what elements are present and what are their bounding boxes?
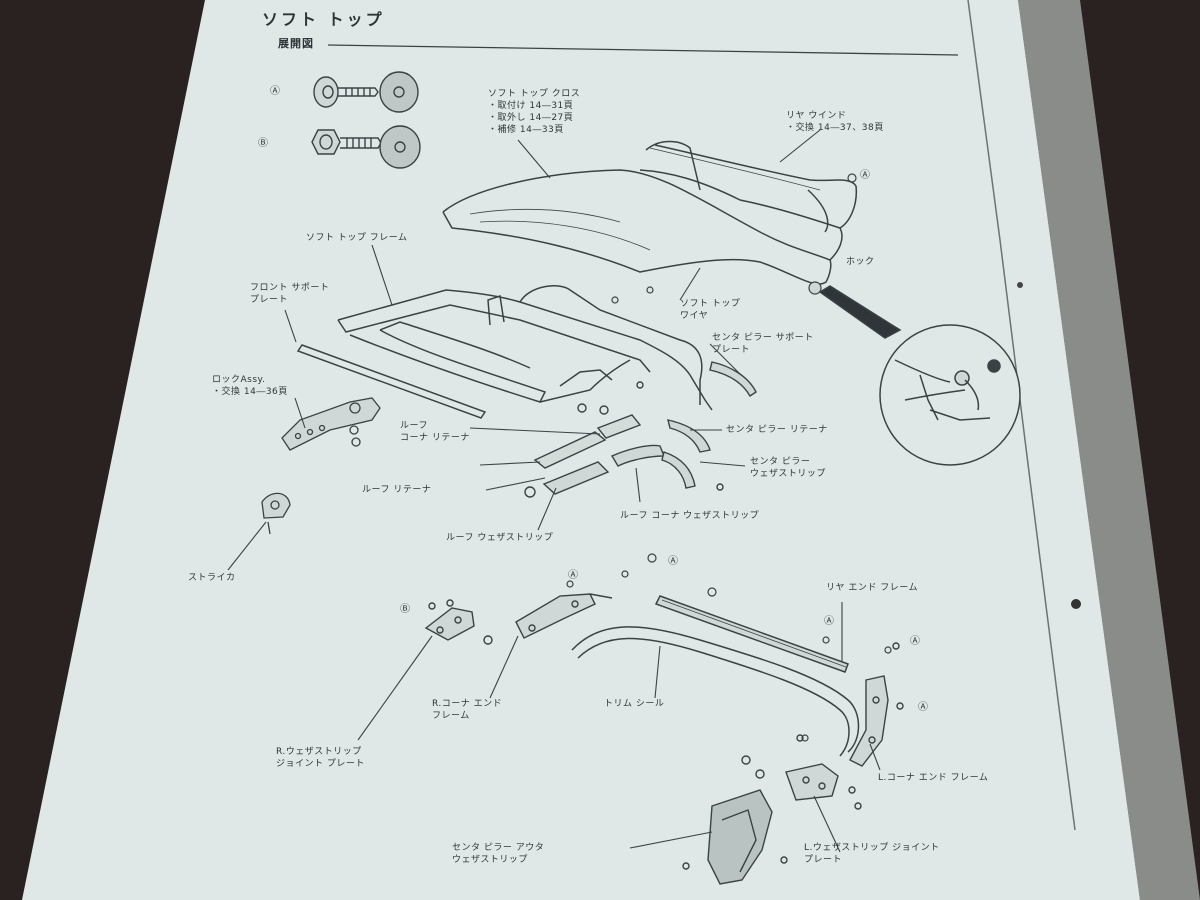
marker-a-callout: Ⓐ (568, 570, 579, 581)
center-pillar-weatherstrip-line-2: ウェザストリップ (750, 469, 826, 479)
r-corner-end-frame-diagram (515, 593, 613, 639)
roof-corner-retainer-label: ルーフ コーナ リテーナ (400, 420, 470, 444)
front-support-plate-line-1: フロント サポート (250, 283, 330, 293)
r-corner-end-frame-line-1: R.コーナ エンド (432, 699, 503, 709)
roof-weatherstrip-label: ルーフ ウェザストリップ (446, 533, 554, 543)
soft-top-frame-label: ソフト トップ フレーム (306, 233, 408, 243)
hook-label: ホック (846, 257, 875, 267)
center-pillar-support-plate-line-2: プレート (712, 345, 751, 355)
trim-seal-diagram (571, 626, 860, 757)
marker-a-callout: Ⓐ (860, 170, 871, 181)
page-fold-line (967, 0, 1076, 831)
soft-top-wire-line-2: ワイヤ (680, 311, 709, 321)
marker-b-callout: Ⓑ (400, 604, 411, 615)
r-weatherstrip-joint-plate-line-2: ジョイント プレート (276, 759, 365, 769)
front-support-plate-line-2: プレート (250, 295, 289, 305)
rear-window-label: リヤ ウインド ・交換 14―37、38頁 (786, 110, 884, 134)
marker-a-callout: Ⓐ (918, 702, 929, 713)
r-weatherstrip-joint-plate-diagram (424, 599, 493, 645)
trim-seal-label: トリム シール (604, 699, 665, 709)
lock-assy-diagram (281, 397, 381, 451)
striker-label: ストライカ (188, 573, 236, 583)
leader-lines (227, 129, 881, 853)
roof-retainers-diagram (524, 361, 757, 498)
header-rule (327, 44, 959, 56)
fastener-a-diagram (313, 71, 419, 113)
paper-edge-shadow (1018, 0, 1200, 900)
marker-a-label: Ⓐ (270, 86, 281, 97)
r-weatherstrip-joint-plate-label: R.ウェザストリップ ジョイント プレート (276, 746, 365, 770)
soft-top-wire-label: ソフト トップ ワイヤ (680, 298, 740, 322)
center-pillar-support-plate-line-1: センタ ピラー サポート (712, 333, 814, 343)
l-weatherstrip-joint-plate-line-2: プレート (804, 855, 843, 865)
center-pillar-weatherstrip-line-1: センタ ピラー (750, 457, 811, 467)
r-corner-end-frame-label: R.コーナ エンド フレーム (432, 698, 502, 722)
center-pillar-support-plate-label: センタ ピラー サポート プレート (712, 332, 814, 356)
fastener-b-diagram (311, 125, 421, 169)
front-support-plate-diagram (296, 344, 487, 419)
marker-a-callout: Ⓐ (824, 616, 835, 627)
marker-a-callout: Ⓐ (668, 556, 679, 567)
center-pillar-outer-weatherstrip-diagram (682, 789, 788, 885)
lock-assy-line-2: ・交換 14―36頁 (212, 387, 288, 397)
r-weatherstrip-joint-plate-line-1: R.ウェザストリップ (276, 747, 362, 757)
soft-top-cloth-label: ソフト トップ クロス ・取付け 14―31頁 ・取外し 14―27頁 ・補修 … (488, 88, 580, 136)
striker-diagram (261, 492, 291, 535)
l-weatherstrip-joint-plate-label: L.ウェザストリップ ジョイント プレート (804, 842, 940, 866)
lock-assy-label: ロックAssy. ・交換 14―36頁 (212, 374, 288, 398)
center-pillar-outer-weatherstrip-line-1: センタ ピラー アウタ (452, 843, 545, 853)
roof-corner-weatherstrip-label: ルーフ コーナ ウェザストリップ (620, 511, 760, 521)
roof-corner-retainer-line-1: ルーフ (400, 421, 428, 431)
rear-end-frame-label: リヤ エンド フレーム (826, 583, 918, 593)
loose-screws (566, 553, 892, 742)
center-pillar-retainer-label: センタ ピラー リテーナ (726, 425, 828, 435)
soft-top-cloth-diagram (442, 140, 858, 285)
marker-b-label: Ⓑ (258, 138, 269, 149)
rear-window-ref: ・交換 14―37、38頁 (786, 123, 884, 133)
center-pillar-outer-weatherstrip-label: センタ ピラー アウタ ウェザストリップ (452, 842, 544, 866)
rear-end-frame-diagram (654, 595, 849, 673)
hook-detail-magnifier (818, 285, 1021, 466)
l-weatherstrip-joint-plate-line-1: L.ウェザストリップ ジョイント (804, 843, 940, 853)
soft-top-cloth-ref-2: ・取外し 14―27頁 (488, 113, 574, 123)
page-subtitle: 展開図 (278, 37, 314, 50)
center-pillar-outer-weatherstrip-line-2: ウェザストリップ (452, 855, 528, 865)
binder-hole (1017, 282, 1023, 288)
rear-window-title: リヤ ウインド (786, 111, 847, 121)
soft-top-cloth-ref-1: ・取付け 14―31頁 (488, 101, 574, 111)
binder-hole (1071, 599, 1081, 609)
soft-top-cloth-title: ソフト トップ クロス (488, 89, 581, 99)
r-corner-end-frame-line-2: フレーム (432, 711, 470, 721)
front-support-plate-label: フロント サポート プレート (250, 282, 329, 306)
roof-corner-retainer-line-2: コーナ リテーナ (400, 433, 470, 443)
soft-top-wire-line-1: ソフト トップ (680, 299, 741, 309)
center-pillar-weatherstrip-label: センタ ピラー ウェザストリップ (750, 456, 826, 480)
soft-top-cloth-ref-3: ・補修 14―33頁 (488, 125, 564, 135)
l-weatherstrip-joint-plate-diagram (741, 734, 862, 810)
hook-fasteners (611, 173, 857, 304)
page-title: ソフト トップ (262, 10, 385, 29)
roof-retainer-label: ルーフ リテーナ (362, 485, 432, 495)
l-corner-end-frame-diagram (849, 642, 904, 767)
lock-assy-line-1: ロックAssy. (212, 375, 266, 385)
marker-a-callout: Ⓐ (910, 636, 921, 647)
soft-top-frame-diagram (337, 285, 713, 411)
l-corner-end-frame-label: L.コーナ エンド フレーム (878, 773, 989, 783)
